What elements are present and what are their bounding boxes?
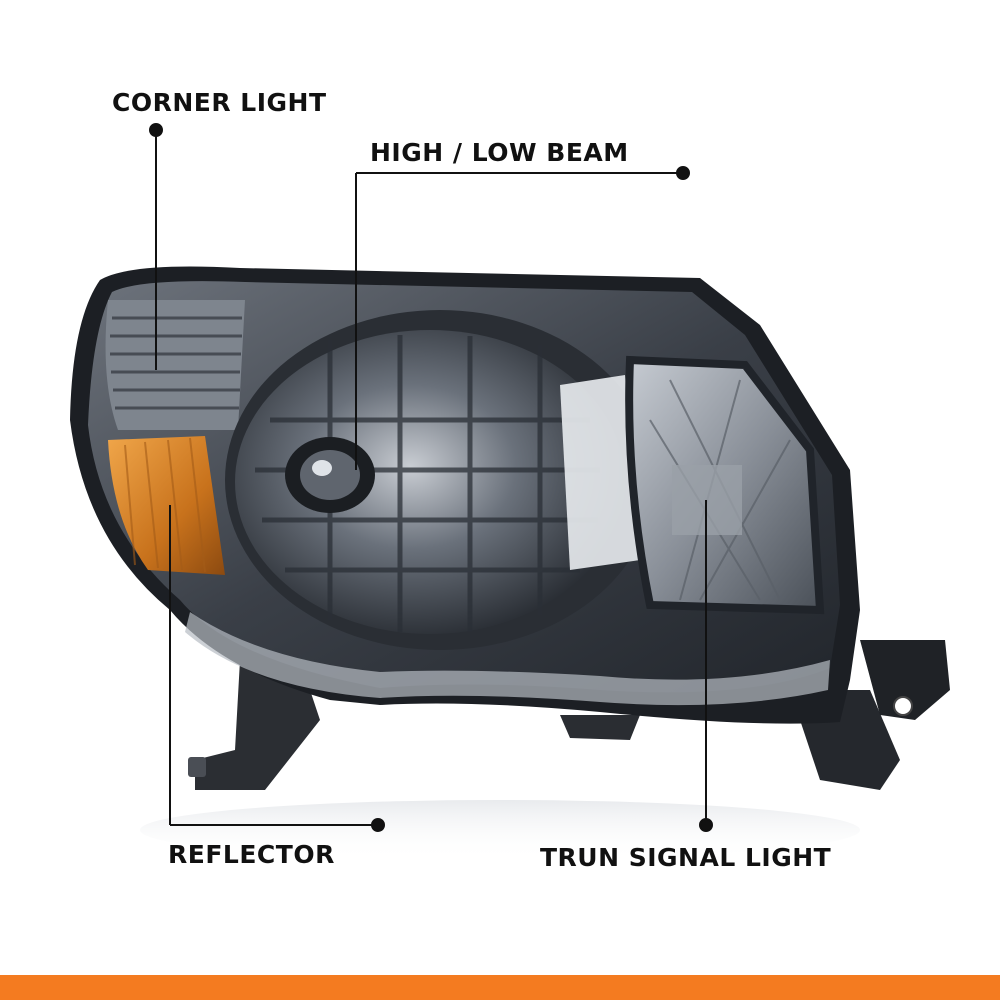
floor-reflection — [140, 800, 860, 860]
callout-lines — [149, 123, 713, 832]
turn-signal-label: TRUN SIGNAL LIGHT — [540, 843, 832, 872]
corner-light-lens — [105, 300, 246, 430]
reflector-label: REFLECTOR — [168, 840, 335, 869]
accent-bar — [0, 975, 1000, 1000]
corner-light-label: CORNER LIGHT — [112, 88, 327, 117]
amber-reflector — [108, 436, 225, 575]
high-low-beam-reflector — [225, 310, 655, 650]
high-low-beam-label: HIGH / LOW BEAM — [370, 138, 629, 167]
